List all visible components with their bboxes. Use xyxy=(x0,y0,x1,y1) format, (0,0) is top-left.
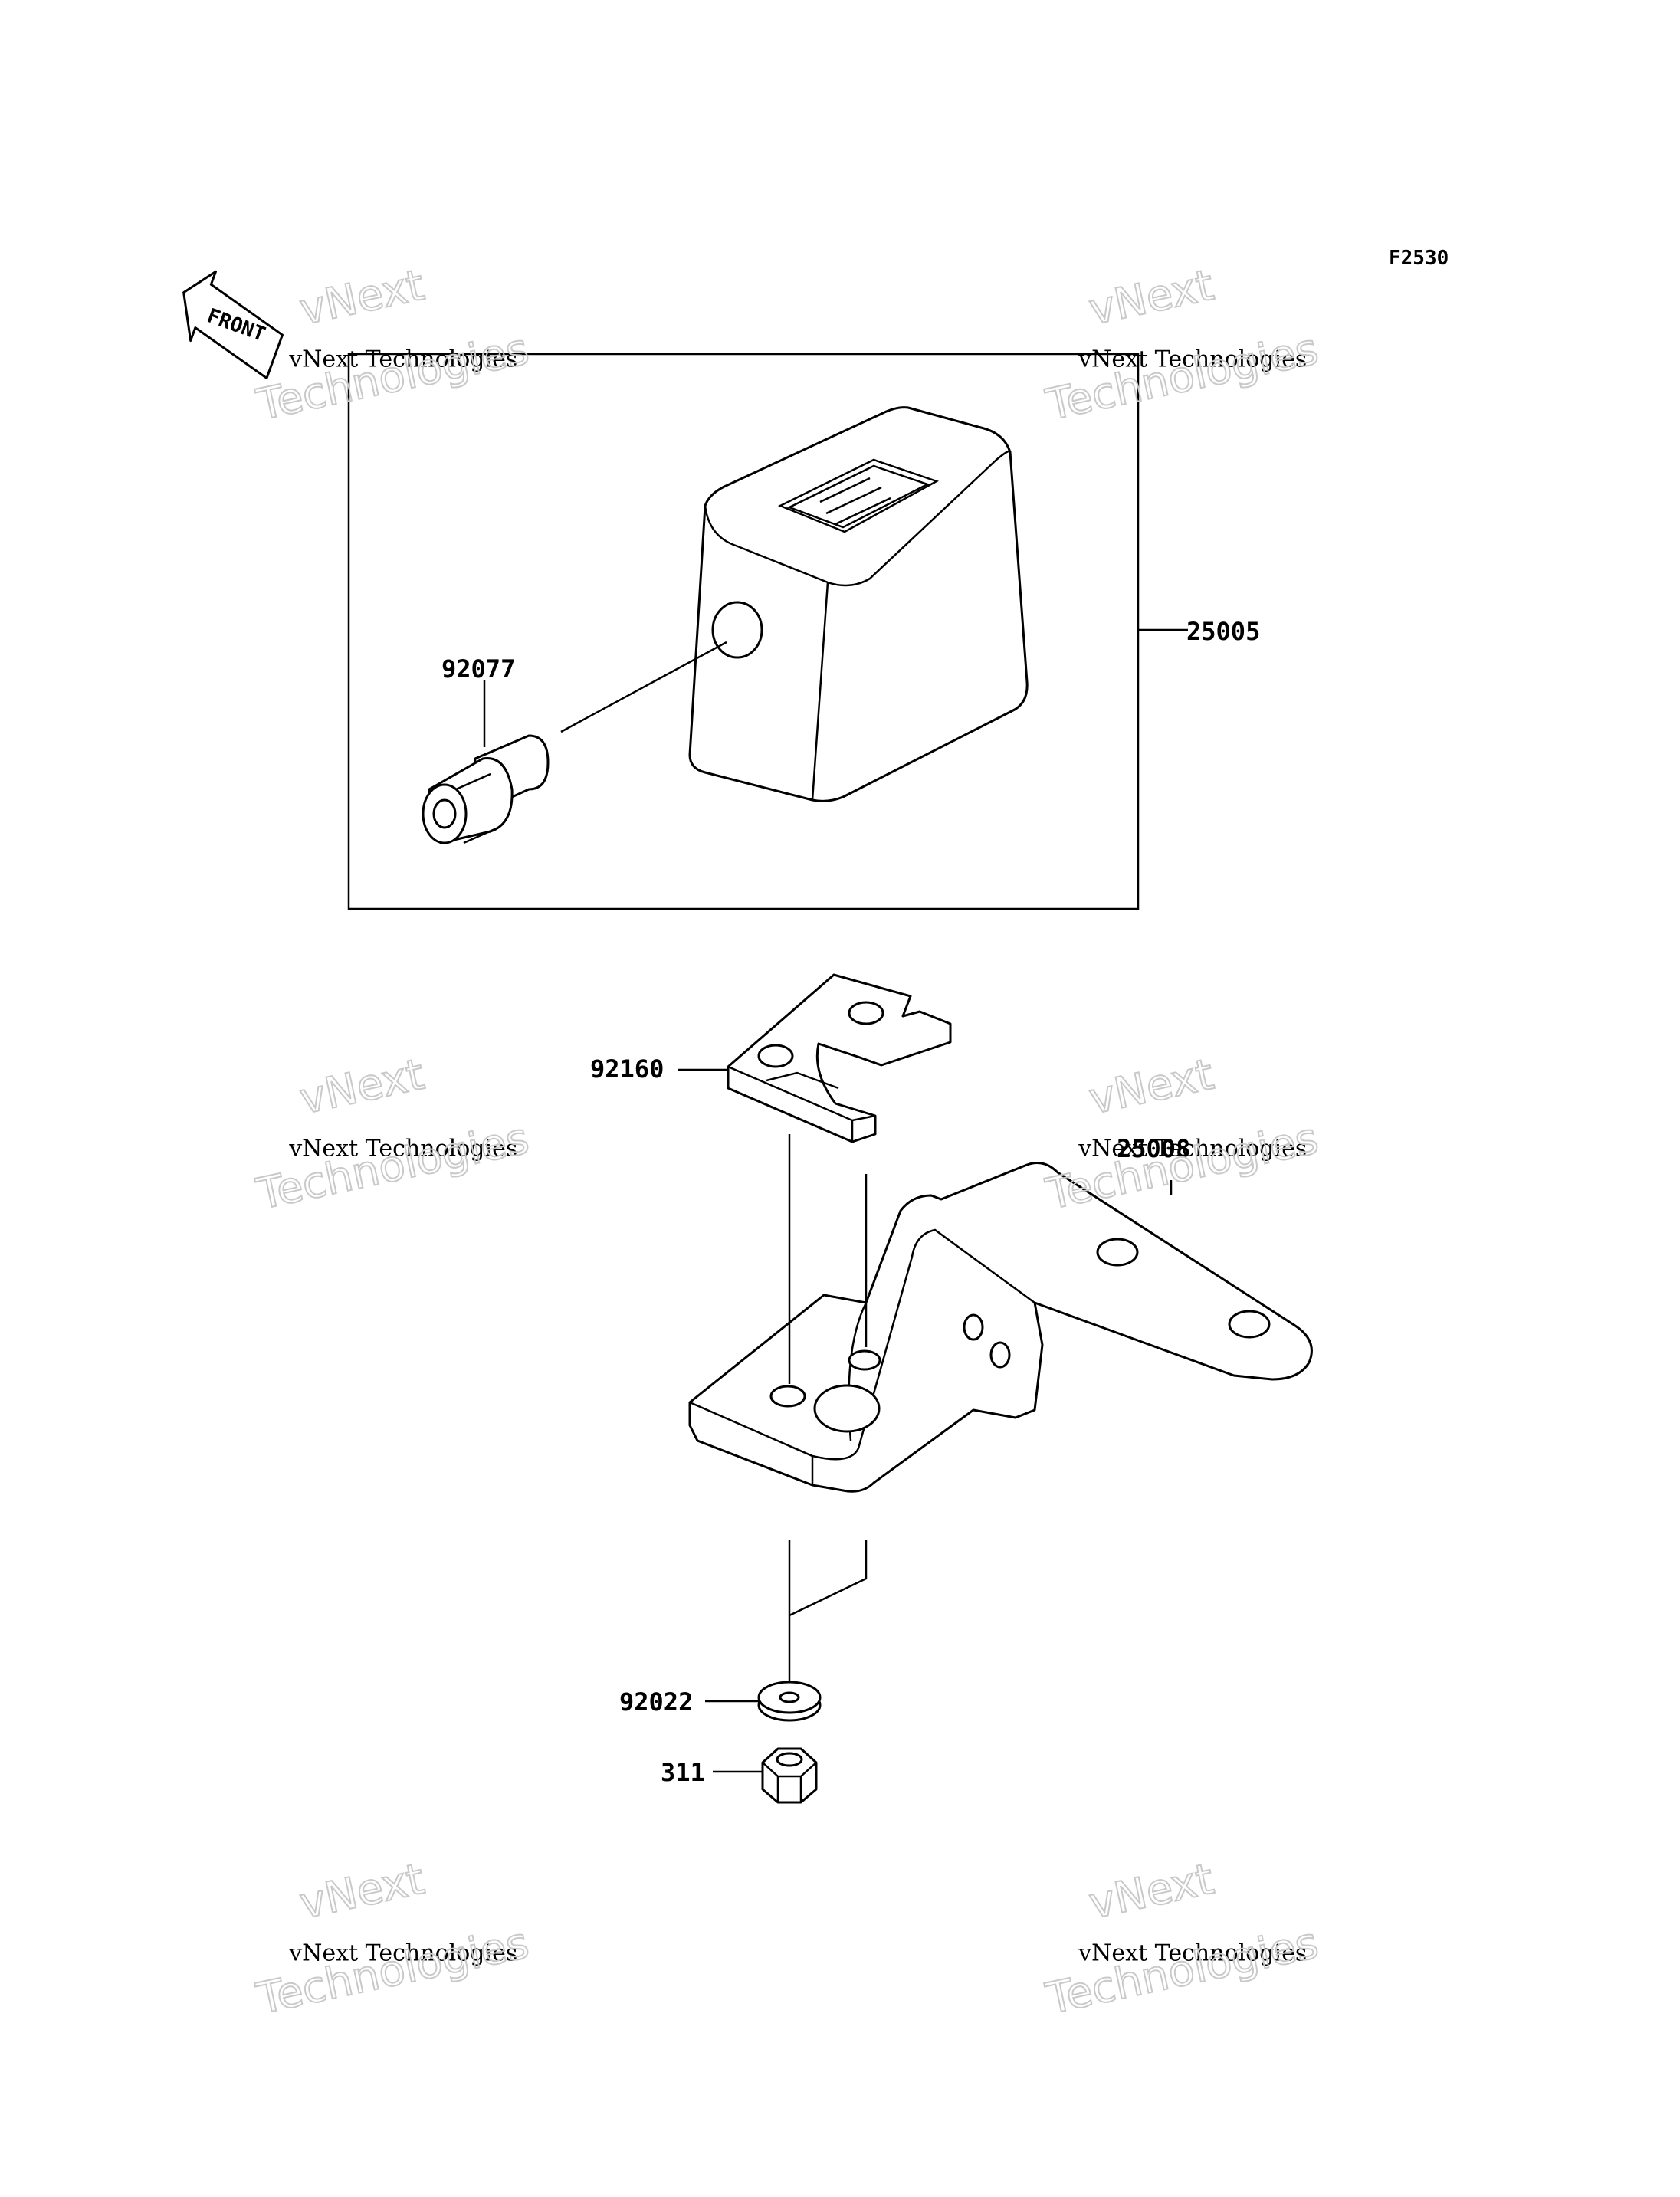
svg-text:vNext Technologies: vNext Technologies xyxy=(1078,1940,1307,1967)
watermark-bottom-right: vNext vNext Technologies Technologies xyxy=(1041,1854,1323,2025)
svg-text:Technologies: Technologies xyxy=(1042,324,1322,431)
figure-code: F2530 xyxy=(1389,247,1449,270)
svg-text:Technologies: Technologies xyxy=(1042,1113,1322,1220)
svg-text:Technologies: Technologies xyxy=(1042,1918,1322,2025)
svg-text:Technologies: Technologies xyxy=(252,324,533,431)
washer xyxy=(757,1681,822,1722)
mounting-plate xyxy=(727,973,952,1143)
svg-text:vNext Technologies: vNext Technologies xyxy=(1078,346,1307,373)
part-number-311: 311 xyxy=(661,1758,705,1787)
watermark-mid-right: vNext vNext Technologies Technologies xyxy=(1041,1049,1323,1221)
svg-text:Technologies: Technologies xyxy=(252,1113,533,1220)
part-number-25008: 25008 xyxy=(1117,1134,1190,1163)
meter-housing xyxy=(688,406,1029,802)
svg-text:vNext: vNext xyxy=(296,1050,429,1125)
svg-text:vNext: vNext xyxy=(1085,1854,1219,1930)
part-number-92160: 92160 xyxy=(590,1054,664,1084)
part-number-92022: 92022 xyxy=(619,1687,693,1717)
hex-nut xyxy=(761,1747,818,1804)
svg-text:vNext Technologies: vNext Technologies xyxy=(1078,1136,1307,1162)
knob-leader xyxy=(560,641,727,733)
adjuster-knob xyxy=(422,734,550,844)
part-number-92077: 92077 xyxy=(441,654,515,684)
kit-frame xyxy=(347,353,1140,910)
meter-bracket xyxy=(688,1162,1313,1493)
watermark-top-right: vNext vNext Technologies Technologies xyxy=(1041,260,1323,431)
watermark-bottom-left: vNext vNext Technologies Technologies xyxy=(251,1854,533,2025)
svg-text:vNext Technologies: vNext Technologies xyxy=(288,1136,517,1162)
svg-text:vNext: vNext xyxy=(1085,261,1219,336)
watermark-mid-left: vNext vNext Technologies Technologies xyxy=(251,1049,533,1221)
svg-text:Technologies: Technologies xyxy=(252,1918,533,2025)
svg-text:vNext Technologies: vNext Technologies xyxy=(288,346,517,373)
front-arrow-icon: FRONT xyxy=(182,270,284,379)
svg-text:vNext: vNext xyxy=(296,261,429,336)
fastener-leaders xyxy=(788,1134,868,1690)
svg-text:vNext: vNext xyxy=(1085,1050,1219,1125)
svg-text:vNext: vNext xyxy=(296,1854,429,1930)
svg-text:vNext Technologies: vNext Technologies xyxy=(288,1940,517,1967)
part-number-25005: 25005 xyxy=(1186,617,1260,646)
